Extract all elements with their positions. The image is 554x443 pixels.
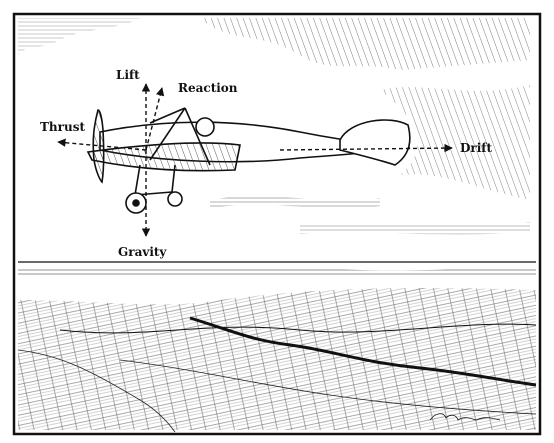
- lift-label: Lift: [116, 68, 140, 82]
- reaction-arrow: [145, 87, 165, 151]
- thrust-arrow: [57, 138, 147, 151]
- tail-fin: [339, 119, 411, 166]
- drift-label: Drift: [460, 141, 492, 155]
- sky-clouds: [18, 18, 530, 235]
- horizon: [18, 261, 536, 276]
- reaction-label: Reaction: [178, 81, 238, 95]
- gravity-label: Gravity: [118, 245, 167, 259]
- force-arrows: [57, 83, 453, 237]
- thrust-label: Thrust: [40, 120, 85, 134]
- river: [189, 316, 537, 387]
- propeller: [92, 109, 105, 184]
- monoplane: [86, 107, 411, 214]
- landscape: [17, 288, 537, 433]
- drift-arrow: [279, 143, 453, 153]
- artist-signature: [429, 413, 501, 421]
- pilot: [195, 117, 215, 137]
- main-wing: [86, 142, 241, 172]
